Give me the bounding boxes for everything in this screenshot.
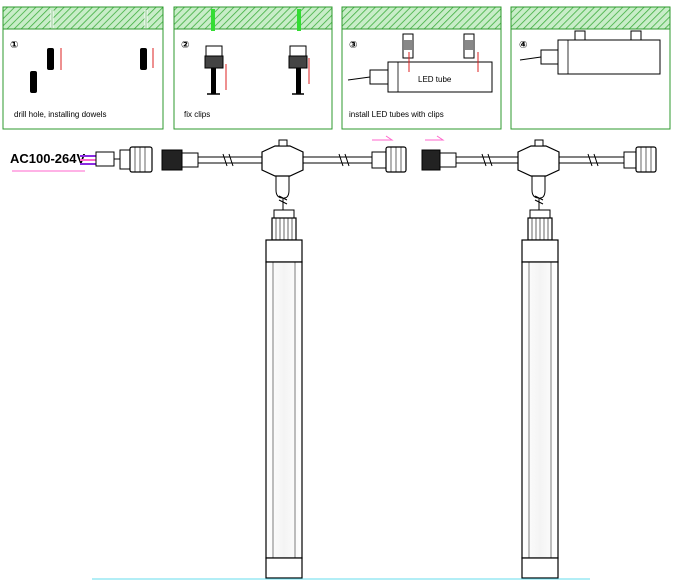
- dowel-icon: [47, 48, 54, 70]
- led-tube-icon: [387, 61, 493, 93]
- power-voltage-label: AC100-264V: [10, 151, 85, 166]
- dowel-icon: [30, 71, 37, 93]
- male-connector-icon: [161, 149, 183, 171]
- ceiling-hatch: [510, 6, 671, 30]
- led-fixture-1: [161, 135, 407, 579]
- step-panel-4: ④: [510, 6, 671, 130]
- led-tube-icon: [557, 39, 661, 75]
- led-tube-label: LED tube: [418, 75, 452, 84]
- ceiling-hatch: [173, 6, 333, 30]
- male-connector-icon: [421, 149, 441, 171]
- led-tube-body: [521, 261, 559, 559]
- tube-bottom-cap: [265, 557, 303, 579]
- t-junction-icon: [261, 145, 304, 177]
- tube-bottom-cap: [521, 557, 559, 579]
- power-connector-icon: [129, 146, 153, 173]
- ceiling-hatch: [341, 6, 502, 30]
- step-caption: drill hole, installing dowels: [14, 110, 107, 119]
- step-number: ①: [10, 40, 18, 51]
- step-number: ②: [181, 40, 189, 51]
- step-panel-3: ③ LED tube install LED tubes with clips: [341, 6, 502, 130]
- step-panel-1: ① drill hole, installing dowels: [2, 6, 164, 130]
- ceiling-hatch: [2, 6, 164, 30]
- t-junction-icon: [517, 145, 560, 177]
- clip-icon: [288, 45, 308, 95]
- dowel-icon: [140, 48, 147, 70]
- led-fixture-2: [421, 135, 657, 579]
- step-panel-2: ② fix clips: [173, 6, 333, 130]
- step-number: ③: [349, 40, 357, 51]
- led-tube-body: [265, 261, 303, 559]
- clip-icon: [204, 45, 224, 95]
- step-number: ④: [519, 40, 527, 51]
- step-caption: fix clips: [184, 110, 210, 119]
- green-dowel-icon: [297, 9, 301, 31]
- green-dowel-icon: [211, 9, 215, 31]
- step-caption: install LED tubes with clips: [349, 110, 444, 119]
- power-input: AC100-264V: [10, 146, 153, 173]
